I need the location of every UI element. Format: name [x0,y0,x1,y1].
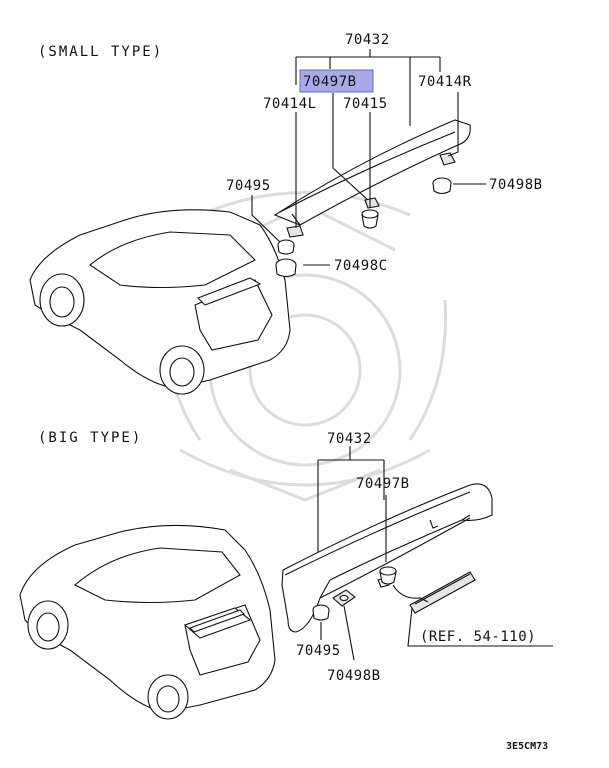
highlight-70497b [299,69,374,93]
small-type-heading: (SMALL TYPE) [38,44,163,60]
grommet-70495-big [312,604,330,621]
grommet-70498b-small [432,177,452,195]
bracket-70414r [439,152,456,166]
label-small-70498b[interactable]: 70498B [489,177,543,193]
label-big-70432[interactable]: 70432 [327,431,372,447]
nut-70497b-small [364,197,380,209]
label-small-70495[interactable]: 70495 [226,178,271,194]
label-small-70432[interactable]: 70432 [345,32,390,48]
diagram-code: 3E5CM73 [506,741,548,752]
car-small-illustration [29,209,291,395]
leader-lines-big [317,446,553,661]
label-big-70498b[interactable]: 70498B [327,668,381,684]
big-type-heading: (BIG TYPE) [38,430,142,446]
label-small-70415[interactable]: 70415 [343,96,388,112]
label-small-70498c[interactable]: 70498C [334,258,388,274]
high-mount-stop-lamp-part [377,571,476,614]
label-ref-54-110[interactable]: (REF. 54-110) [420,629,536,645]
leader-lines-small [251,49,486,266]
bracket-70414l [286,225,304,238]
label-big-70497b[interactable]: 70497B [356,476,410,492]
pad-70498b-big [332,589,356,607]
label-big-70495[interactable]: 70495 [296,643,341,659]
grommet-70498c [275,258,297,278]
grommet-70495-small [277,239,295,255]
spoiler-big-part [281,483,493,633]
spoiler-small-part [273,119,471,226]
car-big-illustration [19,524,276,720]
clip-70497b-big [379,566,397,585]
clip-70415-small [361,209,379,229]
label-small-70414l[interactable]: 70414L [263,96,317,112]
label-small-70414r[interactable]: 70414R [418,74,472,90]
label-small-70497b[interactable]: 70497B [303,74,357,90]
